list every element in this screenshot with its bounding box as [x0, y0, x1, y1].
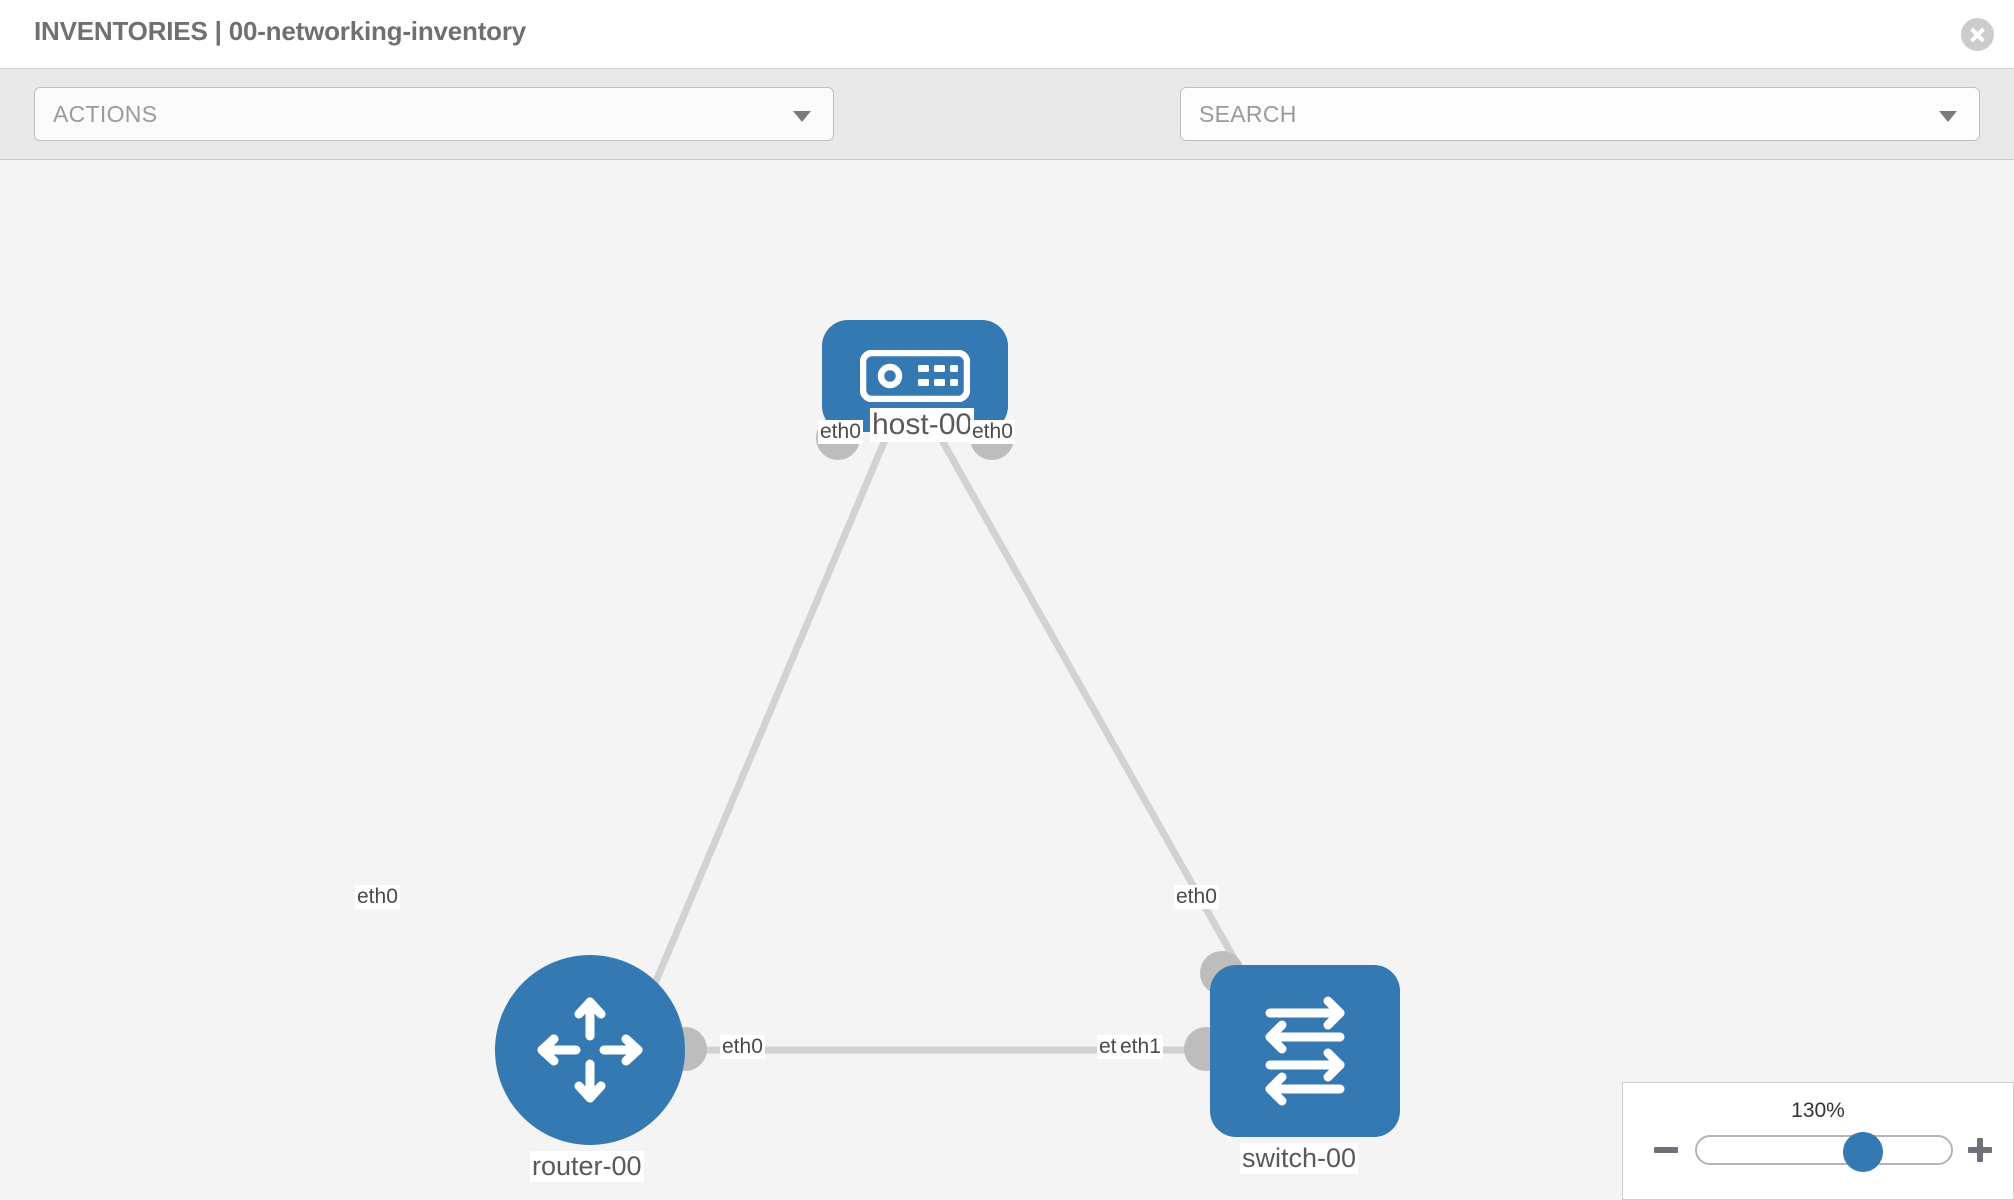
search-input[interactable]: SEARCH	[1180, 87, 1980, 141]
server-icon	[860, 350, 970, 402]
toolbar: ACTIONS SEARCH	[0, 68, 2014, 198]
port-label-router-to-switch: eth0	[720, 1035, 765, 1059]
actions-dropdown[interactable]: ACTIONS	[34, 87, 834, 141]
link-router-host	[644, 426, 894, 1002]
port-label-host-left: eth0	[818, 420, 863, 444]
zoom-slider-thumb[interactable]	[1843, 1132, 1883, 1172]
port-label-host-right: eth0	[970, 420, 1015, 444]
close-icon[interactable]	[1961, 18, 1994, 51]
zoom-level-value: 130%	[1791, 1099, 1845, 1122]
zoom-in-button[interactable]	[1965, 1135, 1995, 1165]
zoom-slider[interactable]	[1695, 1132, 1953, 1172]
topology-links	[644, 426, 1239, 1054]
chevron-down-icon[interactable]	[1939, 111, 1957, 122]
host-node-label[interactable]: host-00	[870, 408, 975, 442]
port-label-switch-to-host: eth0	[1174, 885, 1219, 909]
port-label-router-to-host: eth0	[355, 885, 400, 909]
chevron-down-icon	[793, 111, 811, 122]
page-header: INVENTORIES | 00-networking-inventory	[0, 0, 2014, 68]
zoom-out-button[interactable]	[1651, 1135, 1681, 1165]
switch-node-shape[interactable]	[1210, 965, 1400, 1137]
search-placeholder: SEARCH	[1199, 101, 1297, 127]
router-arrows-icon	[537, 997, 643, 1103]
actions-dropdown-label: ACTIONS	[53, 101, 158, 127]
router-node-shape[interactable]	[495, 955, 685, 1145]
port-label-switch-to-router-b: eth1	[1118, 1035, 1163, 1059]
link-host-switch	[931, 426, 1239, 962]
router-node-label[interactable]: router-00	[530, 1151, 644, 1182]
page-title: INVENTORIES | 00-networking-inventory	[34, 16, 527, 46]
topology-canvas[interactable]: host-00 eth0 eth0 router-00 eth0 eth0	[0, 160, 2014, 1200]
zoom-control-panel: 130%	[1622, 1082, 2014, 1200]
switch-arrows-icon	[1265, 996, 1345, 1106]
switch-node-label[interactable]: switch-00	[1240, 1143, 1359, 1174]
